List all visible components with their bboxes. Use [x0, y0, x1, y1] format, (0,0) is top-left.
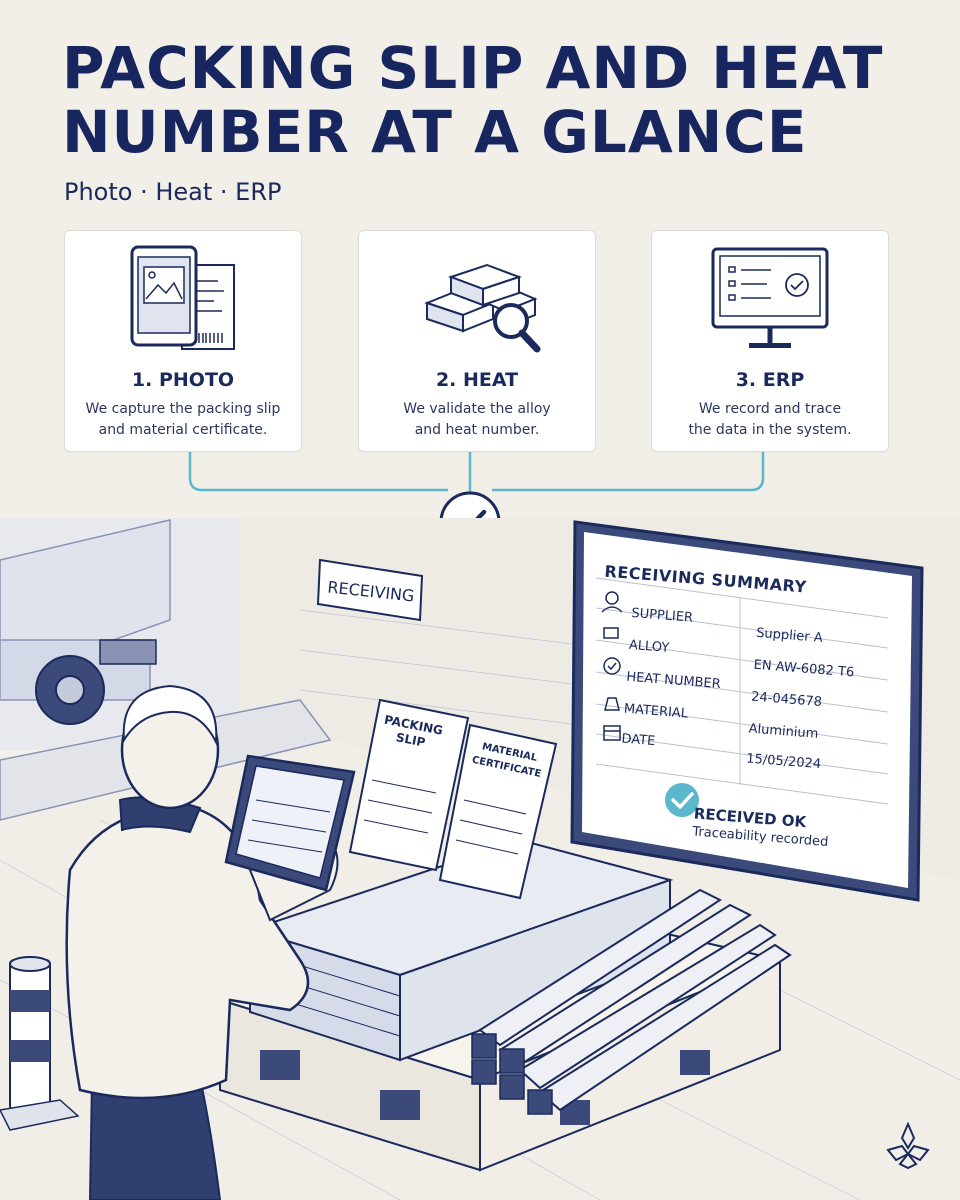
summary-label-supplier: SUPPLIER — [630, 605, 694, 626]
ingots-magnifier-icon — [424, 263, 541, 353]
summary-label-date: DATE — [620, 731, 656, 750]
step-description: We validate the alloy and heat number. — [377, 399, 577, 441]
step-description-line: We capture the packing slip — [85, 401, 281, 417]
summary-value-alloy: EN AW-6082 T6 — [753, 657, 855, 681]
warehouse-scene — [0, 518, 960, 1200]
receiving-summary-panel: RECEIVING SUMMARY SUPPLIER Supplier A AL… — [557, 540, 904, 924]
step-description: We record and trace the data in the syst… — [670, 399, 870, 441]
step-description-line: We validate the alloy — [403, 401, 551, 417]
step-label: 3. ERP — [735, 369, 805, 391]
summary-value-heat-number: 24-045678 — [750, 689, 823, 711]
summary-label-heat-number: HEAT NUMBER — [625, 669, 722, 693]
step-description-line: and heat number. — [414, 422, 540, 438]
summary-label-material: MATERIAL — [623, 701, 689, 722]
step-card-erp: 3. ERP We record and trace the data in t… — [651, 230, 889, 452]
step-description-line: the data in the system. — [688, 422, 852, 438]
summary-label-alloy: ALLOY — [628, 637, 670, 656]
step-label: 2. HEAT — [435, 369, 519, 391]
brand-logo-icon — [886, 1121, 930, 1170]
title-line-2: NUMBER AT A GLANCE — [62, 98, 808, 166]
monitor-checklist-icon — [711, 247, 829, 348]
summary-title: RECEIVING SUMMARY — [603, 561, 808, 597]
title-line-1: PACKING SLIP AND HEAT — [62, 34, 884, 102]
summary-value-supplier: Supplier A — [755, 625, 824, 646]
traceability-note: Traceability recorded — [691, 824, 829, 850]
tablet-document-icon — [130, 245, 235, 350]
step-connector — [188, 452, 765, 553]
step-card-heat: 2. HEAT We validate the alloy and heat n… — [358, 230, 596, 452]
step-description-line: and material certificate. — [98, 422, 268, 438]
subtitle: Photo · Heat · ERP — [64, 178, 282, 206]
receiving-sign: RECEIVING — [326, 576, 416, 606]
step-card-photo: 1. PHOTO We capture the packing slip and… — [64, 230, 302, 452]
step-description-line: We record and trace — [698, 401, 842, 417]
step-description: We capture the packing slip and material… — [83, 399, 283, 441]
step-label: 1. PHOTO — [131, 369, 235, 391]
summary-value-material: Aluminium — [748, 721, 819, 742]
summary-value-date: 15/05/2024 — [745, 751, 822, 773]
page-title: PACKING SLIP AND HEAT NUMBER AT A GLANCE — [62, 36, 883, 164]
